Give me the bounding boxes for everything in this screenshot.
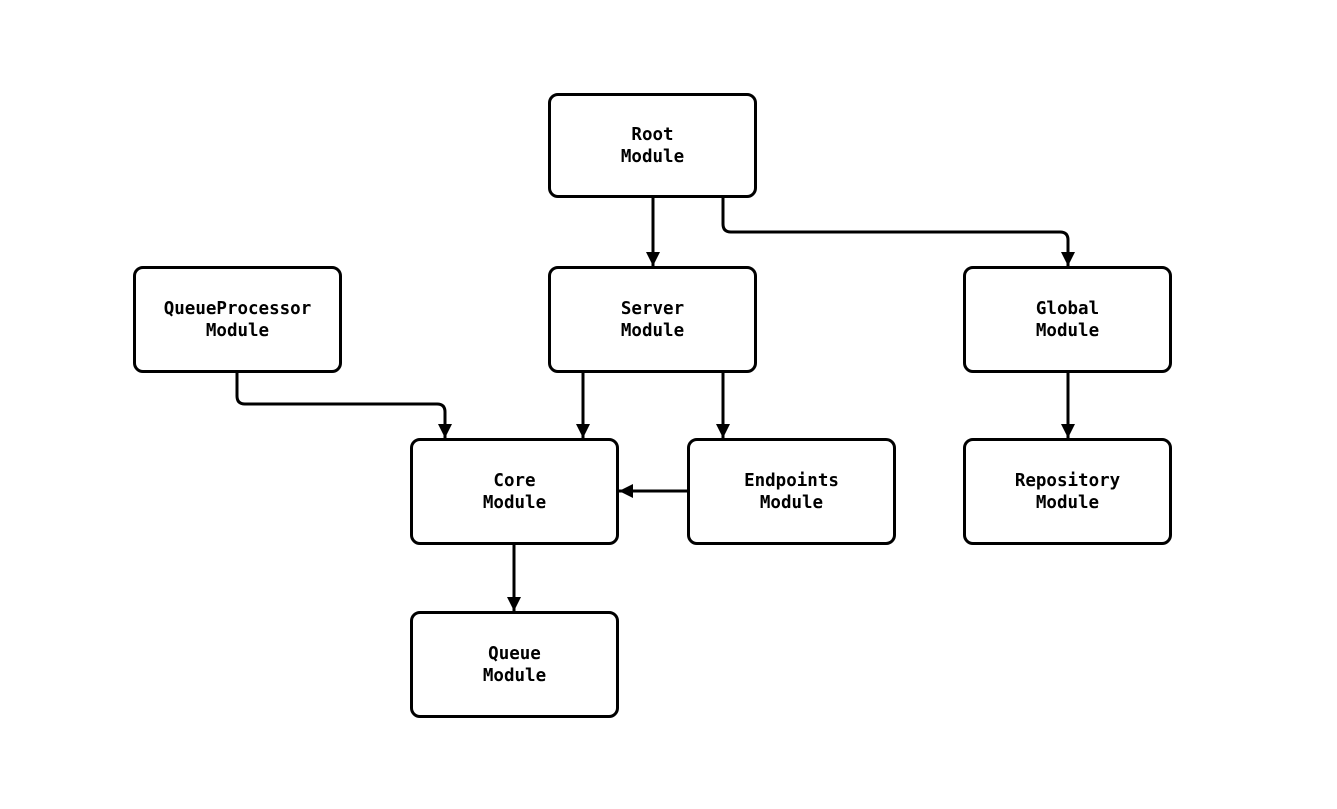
edge-queueprocessor-to-core	[235, 373, 452, 438]
node-queueprocessor-module-label: QueueProcessor Module	[163, 298, 312, 341]
node-server-module: Server Module	[548, 266, 757, 373]
node-repository-module: Repository Module	[963, 438, 1172, 545]
node-repository-module-label: Repository Module	[1014, 470, 1121, 513]
edge-root-to-global	[721, 198, 1075, 266]
node-server-module-label: Server Module	[620, 298, 685, 341]
node-global-module: Global Module	[963, 266, 1172, 373]
node-queueprocessor-module: QueueProcessor Module	[133, 266, 342, 373]
node-global-module-label: Global Module	[1035, 298, 1100, 341]
node-endpoints-module-label: Endpoints Module	[744, 470, 839, 513]
node-core-module: Core Module	[410, 438, 619, 545]
node-queue-module-label: Queue Module	[482, 643, 547, 686]
node-core-module-label: Core Module	[482, 470, 547, 513]
node-endpoints-module: Endpoints Module	[687, 438, 896, 545]
node-root-module-label: Root Module	[620, 124, 685, 167]
node-queue-module: Queue Module	[410, 611, 619, 718]
node-root-module: Root Module	[548, 93, 757, 198]
